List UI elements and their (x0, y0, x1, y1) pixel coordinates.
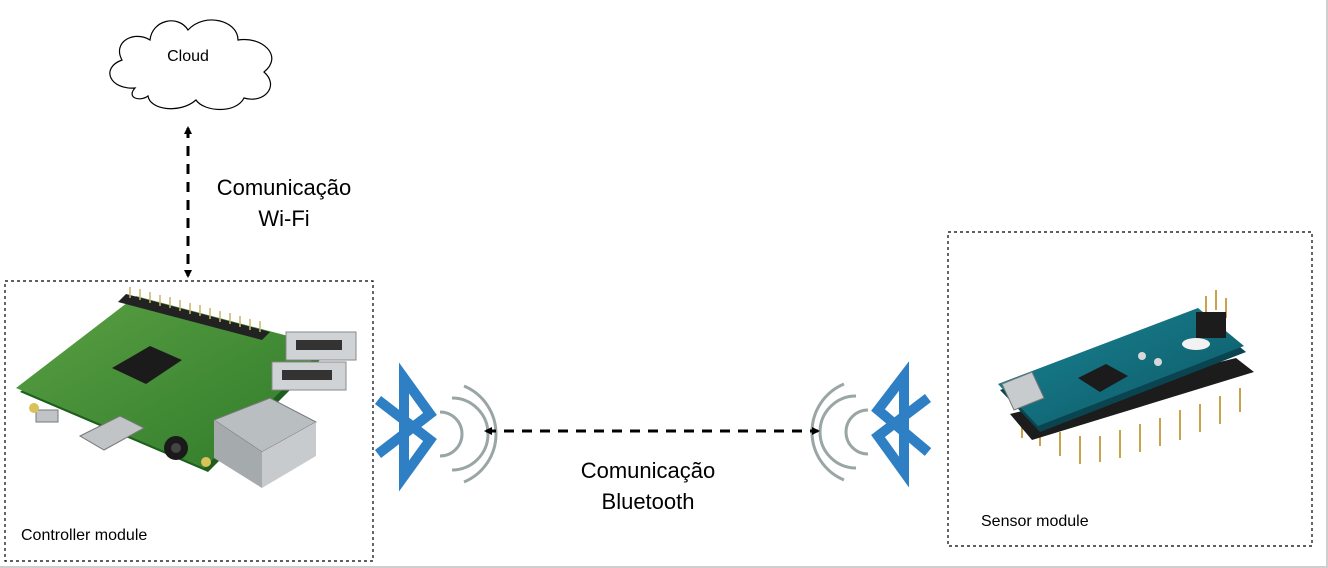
sensor-module-label: Sensor module (981, 513, 1089, 530)
cloud-label: Cloud (167, 48, 209, 65)
raspberry-pi-board-image (16, 287, 357, 488)
wifi-communication-label: Comunicação Wi-Fi (196, 172, 372, 234)
controller-module-label: Controller module (21, 527, 148, 544)
wifi-label-line2: Wi-Fi (258, 206, 310, 231)
bluetooth-communication-label: Comunicação Bluetooth (540, 455, 756, 517)
cloud-shape (109, 19, 273, 110)
wifi-label-line1: Comunicação (216, 175, 352, 200)
bluetooth-icon (374, 362, 498, 492)
signal-waves-icon (844, 408, 869, 456)
bluetooth-icon (810, 361, 932, 488)
bluetooth-label-line1: Comunicação (580, 458, 716, 483)
sensor-module-box (947, 231, 1313, 547)
bluetooth-label-line2: Bluetooth (601, 489, 695, 514)
arduino-nano-board-image (998, 290, 1254, 464)
signal-waves-icon (439, 410, 464, 458)
